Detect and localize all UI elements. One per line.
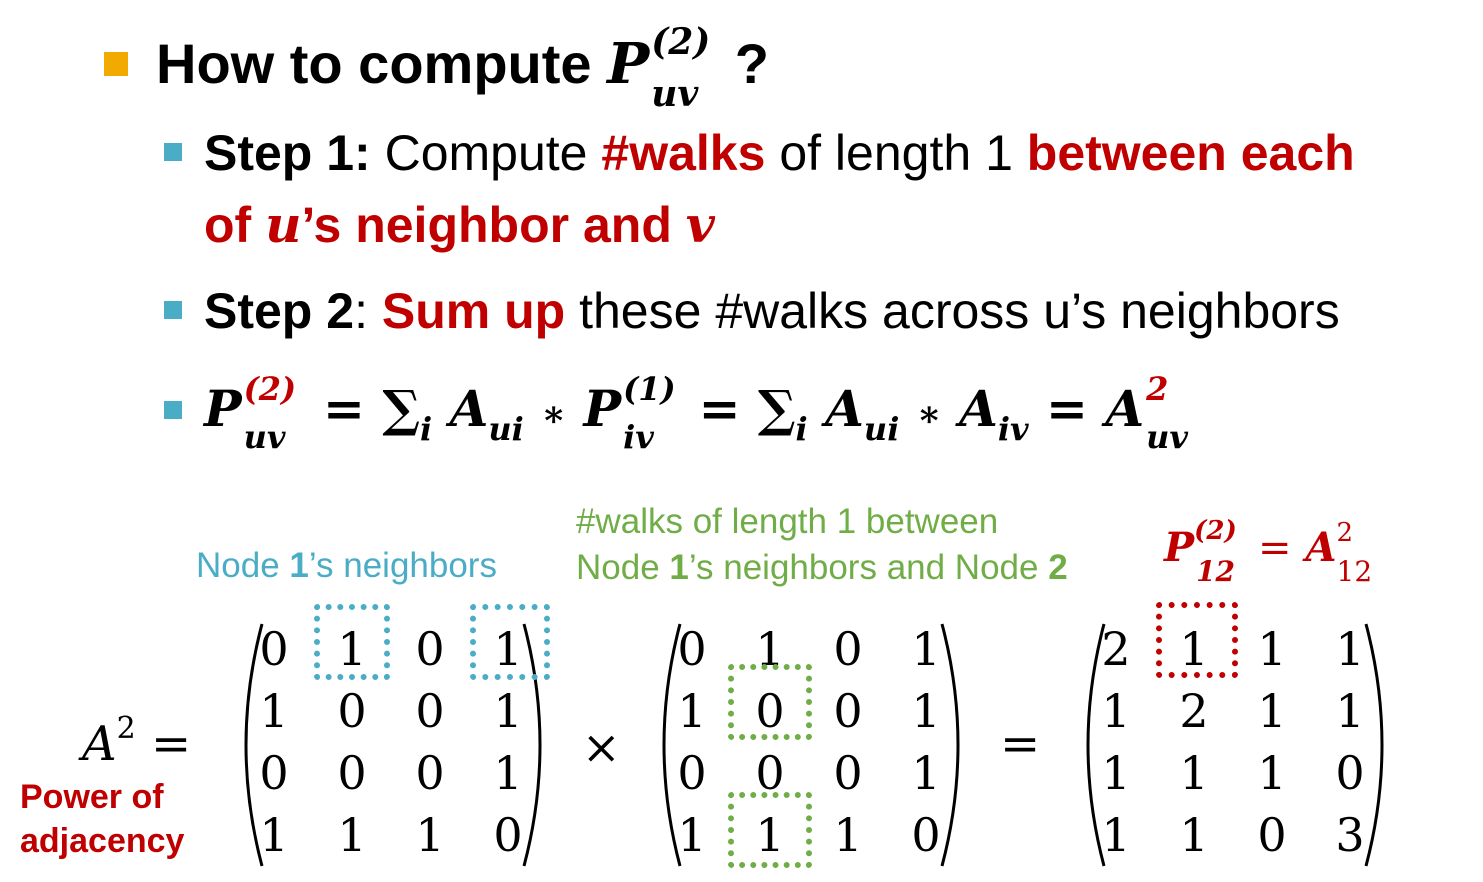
matrix-b-cell: 1: [911, 684, 941, 738]
heading-suffix: ?: [734, 32, 769, 95]
step1-line1: Step 1: Compute #walks of length 1 betwe…: [204, 128, 1355, 178]
step2-line: Step 2: Sum up these #walks across u’s n…: [204, 286, 1340, 336]
heading-prefix: How to compute: [156, 32, 592, 95]
matrix-c-cell: 1: [1179, 746, 1209, 800]
step1-highlight-b: between each: [1026, 125, 1355, 181]
matrix-b-cell: 0: [833, 684, 863, 738]
matrix-a-cell: 1: [493, 684, 523, 738]
matrix-c-cell: 1: [1257, 622, 1287, 676]
power-annotation-line1: Power of: [20, 778, 164, 816]
matrix-b-cell: 0: [833, 622, 863, 676]
matrix-b-cell: 1: [755, 808, 785, 862]
matrix-a-cell: 0: [259, 746, 289, 800]
matrix-b-cell: 0: [677, 746, 707, 800]
matrix-a-paren-left: [244, 623, 264, 867]
step1-label: Step 1:: [204, 125, 371, 181]
heading-symbol: P(2)uv: [607, 21, 711, 115]
step1-line2-a: of: [204, 197, 252, 253]
matrix-a-cell: 1: [493, 622, 523, 676]
matrix-a-cell: 0: [259, 622, 289, 676]
step1-bullet: [164, 143, 182, 161]
heading-bullet: [104, 52, 128, 76]
matrix-a-cell: 0: [337, 684, 367, 738]
equals-operator: =: [1000, 716, 1041, 772]
matrix-b-cell: 0: [911, 808, 941, 862]
step2-bullet: [164, 301, 182, 319]
step1-v: v: [685, 195, 715, 254]
step2-label: Step 2: [204, 283, 355, 339]
walks-annotation-line1: #walks of length 1 between: [576, 502, 999, 541]
walk-box-2: [728, 792, 812, 868]
matrix-a-cell: 1: [259, 684, 289, 738]
step1-line2-b: ’s neighbor and: [301, 197, 672, 253]
matrix-b-cell: 0: [677, 622, 707, 676]
matrix-c-cell: 1: [1101, 808, 1131, 862]
step1-u: u: [265, 195, 302, 254]
matrix-a-cell: 1: [337, 808, 367, 862]
matrix-c-cell: 1: [1101, 746, 1131, 800]
matrix-c-cell: 3: [1335, 808, 1365, 862]
matrix-b-cell: 0: [833, 746, 863, 800]
step2-text: these #walks across u’s neighbors: [579, 283, 1340, 339]
step1-text-a: Compute: [384, 125, 588, 181]
matrix-c-cell: 1: [1179, 622, 1209, 676]
matrix-b-cell: 0: [755, 746, 785, 800]
formula-bullet: [164, 401, 182, 419]
matrix-c-paren-left: [1086, 623, 1106, 867]
step1-highlight-a: #walks: [601, 125, 766, 181]
matrix-c-cell: 1: [1257, 684, 1287, 738]
matrix-a-cell: 0: [415, 746, 445, 800]
matrix-c-cell: 0: [1335, 746, 1365, 800]
matrix-c-cell: 1: [1101, 684, 1131, 738]
matrix-c-paren-right: [1364, 623, 1384, 867]
matrix-b-cell: 0: [755, 684, 785, 738]
matrix-a-cell: 0: [337, 746, 367, 800]
matrix-a-cell: 1: [337, 622, 367, 676]
matrix-a-cell: 0: [415, 622, 445, 676]
step2-colon: :: [354, 283, 368, 339]
power-annotation-line2: adjacency: [20, 822, 185, 860]
matrix-b-cell: 1: [677, 808, 707, 862]
matrix-b-cell: 1: [911, 746, 941, 800]
matrix-b-cell: 1: [833, 808, 863, 862]
heading: How to compute P(2)uv ?: [156, 24, 769, 112]
matrix-c-cell: 2: [1179, 684, 1209, 738]
matrix-b-cell: 1: [677, 684, 707, 738]
step1-number: 1: [985, 125, 1013, 181]
formula-line: P(2)uv = ∑i Aui ∗ P(1)iv = ∑i Aui ∗ Aiv …: [204, 370, 1189, 456]
matrix-b-paren-left: [662, 623, 682, 867]
matrix-c-cell: 1: [1179, 808, 1209, 862]
matrix-a-cell: 0: [493, 808, 523, 862]
matrix-b-cell: 1: [911, 622, 941, 676]
walk-box-1: [728, 664, 812, 740]
matrix-c-cell: 1: [1335, 622, 1365, 676]
step2-highlight: Sum up: [381, 283, 566, 339]
matrix-c-cell: 0: [1257, 808, 1287, 862]
neighbors-annotation: Node 1’s neighbors: [196, 546, 497, 585]
matrix-c-cell: 2: [1101, 622, 1131, 676]
matrix-c-cell: 1: [1257, 746, 1287, 800]
matrix-a-cell: 1: [493, 746, 523, 800]
result-box: [1156, 602, 1238, 678]
matrix-a-cell: 1: [259, 808, 289, 862]
step1-line2: of u’s neighbor and v: [204, 197, 715, 253]
step1-text-b: of length: [779, 125, 972, 181]
matrix-c-cell: 1: [1335, 684, 1365, 738]
lhs-expression: A2 =: [82, 711, 192, 772]
matrix-b-paren-right: [940, 623, 960, 867]
neighbor-box-2: [470, 604, 550, 680]
matrix-a-paren-right: [522, 623, 542, 867]
walks-annotation-line2: Node 1’s neighbors and Node 2: [576, 548, 1068, 587]
neighbor-box-1: [314, 604, 390, 680]
matrix-a-cell: 1: [415, 808, 445, 862]
matrix-a-cell: 0: [415, 684, 445, 738]
times-operator: ×: [582, 720, 621, 774]
